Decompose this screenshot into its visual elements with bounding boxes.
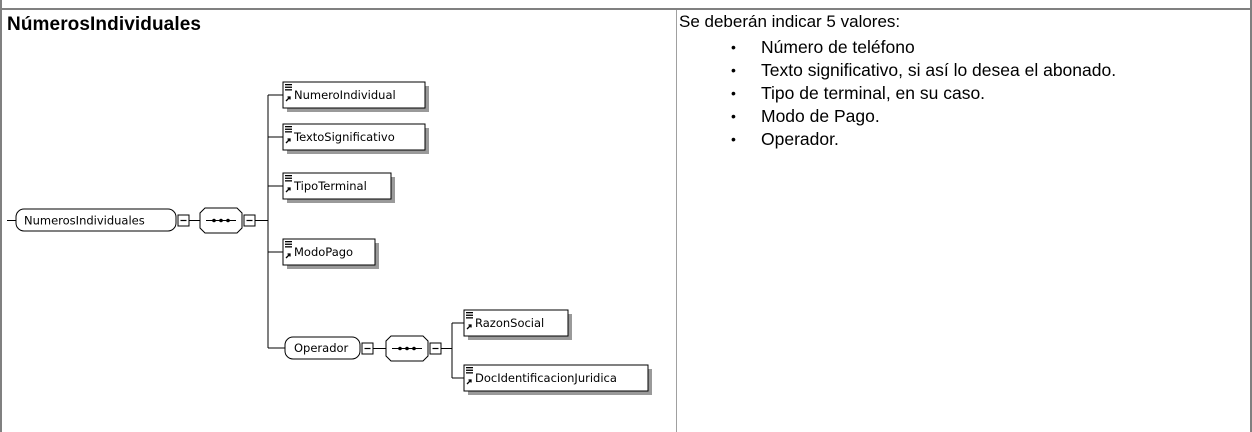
list-item: • Modo de Pago. <box>677 105 1116 128</box>
right-cell: Se deberán indicar 5 valores: • Número de… <box>677 10 1250 432</box>
list-item: • Tipo de terminal, en su caso. <box>677 82 1116 105</box>
list-item-text: Texto significativo, si así lo desea el … <box>761 60 1117 80</box>
list-item-text: Número de teléfono <box>761 37 915 57</box>
diagram-node-operador: Operador <box>284 322 464 379</box>
diagram-node-textosignificativo: TextoSignificativo <box>282 123 429 154</box>
list-item: • Texto significativo, si así lo desea el… <box>677 59 1116 82</box>
list-item: • Operador. <box>677 128 1116 151</box>
diagram-node-root: NumerosIndividuales <box>7 208 200 232</box>
diagram-node-numeroindividual: NumeroIndividual <box>282 81 429 112</box>
diagram-node-docidentificacionjuridica: DocIdentificacionJuridica <box>463 364 652 395</box>
list-item: • Número de teléfono <box>677 36 1116 59</box>
section-title: NúmerosIndividuales <box>7 14 202 35</box>
column-divider <box>676 10 677 432</box>
diagram-node-tipoterminal: TipoTerminal <box>282 172 395 203</box>
left-cell: NúmerosIndividuales <box>2 10 676 432</box>
element-label: ModoPago <box>294 245 353 259</box>
bullet-icon: • <box>731 85 736 101</box>
list-item-text: Operador. <box>761 129 839 149</box>
table-top-rule <box>0 0 1252 10</box>
diagram-node-razonsocial: RazonSocial <box>463 309 572 340</box>
root-element-label: NumerosIndividuales <box>24 214 145 228</box>
description-list: • Número de teléfono • Texto significativo… <box>677 36 1116 151</box>
operador-label: Operador <box>294 341 349 355</box>
element-label: TipoTerminal <box>293 179 367 193</box>
list-item-text: Modo de Pago. <box>761 106 880 126</box>
description-intro: Se deberán indicar 5 valores: <box>679 12 901 31</box>
element-label: DocIdentificacionJuridica <box>475 371 617 385</box>
schema-diagram: NumerosIndividuales <box>2 38 658 432</box>
sequence-icon <box>199 207 243 234</box>
diagram-node-modopago: ModoPago <box>282 238 379 269</box>
element-label: RazonSocial <box>475 316 544 330</box>
element-label: NumeroIndividual <box>294 88 396 102</box>
bullet-icon: • <box>731 108 736 124</box>
list-item-text: Tipo de terminal, en su caso. <box>761 83 986 103</box>
element-label: TextoSignificativo <box>293 130 395 144</box>
bullet-icon: • <box>731 131 736 147</box>
bullet-icon: • <box>731 39 736 55</box>
bullet-icon: • <box>731 62 736 78</box>
